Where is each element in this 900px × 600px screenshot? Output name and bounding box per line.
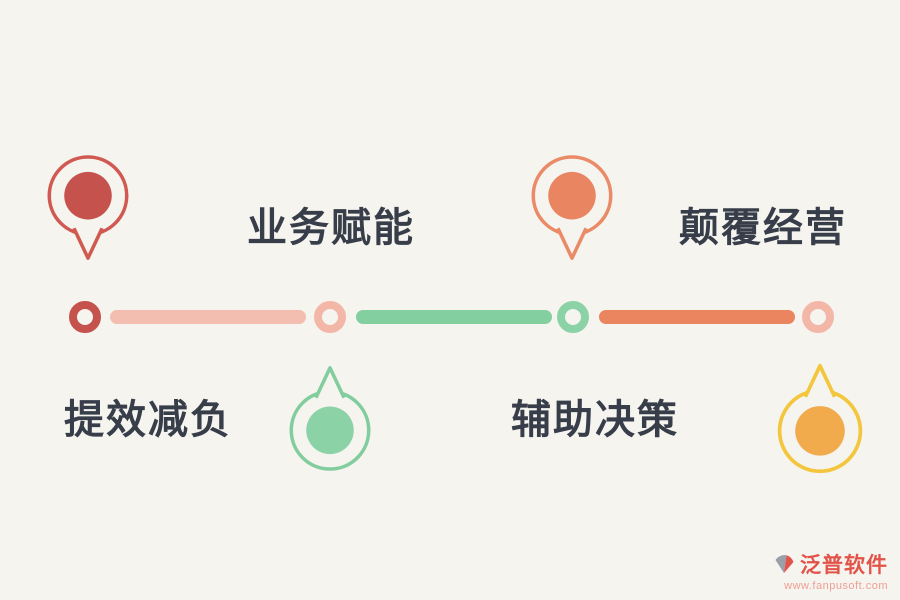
pin-red xyxy=(44,154,132,262)
brand-watermark: 泛普软件 www.fanpusoft.com xyxy=(773,549,888,592)
timeline-segment-1 xyxy=(110,310,306,324)
label-bottom-left: 提效减负 xyxy=(64,398,232,442)
timeline-node-2 xyxy=(314,301,346,333)
timeline-node-3 xyxy=(557,301,589,333)
map-pin-icon xyxy=(777,363,863,474)
brand-name: 泛普软件 xyxy=(800,554,888,577)
map-pin-icon xyxy=(531,155,613,260)
map-pin-icon xyxy=(289,366,371,471)
pin-yellow xyxy=(774,362,866,474)
brand-fan-icon xyxy=(775,555,794,573)
label-top-left: 业务赋能 xyxy=(247,206,415,250)
timeline-segment-3 xyxy=(599,310,795,324)
pin-green xyxy=(286,364,374,472)
map-pin-icon xyxy=(47,155,129,260)
timeline-segment-2 xyxy=(356,310,552,324)
pin-salmon xyxy=(528,154,616,262)
brand-url: www.fanpusoft.com xyxy=(784,580,888,592)
timeline-node-1 xyxy=(69,301,101,333)
timeline-node-4 xyxy=(802,301,834,333)
label-bottom-right: 辅助决策 xyxy=(511,398,679,442)
label-top-right: 颠覆经营 xyxy=(679,206,847,250)
